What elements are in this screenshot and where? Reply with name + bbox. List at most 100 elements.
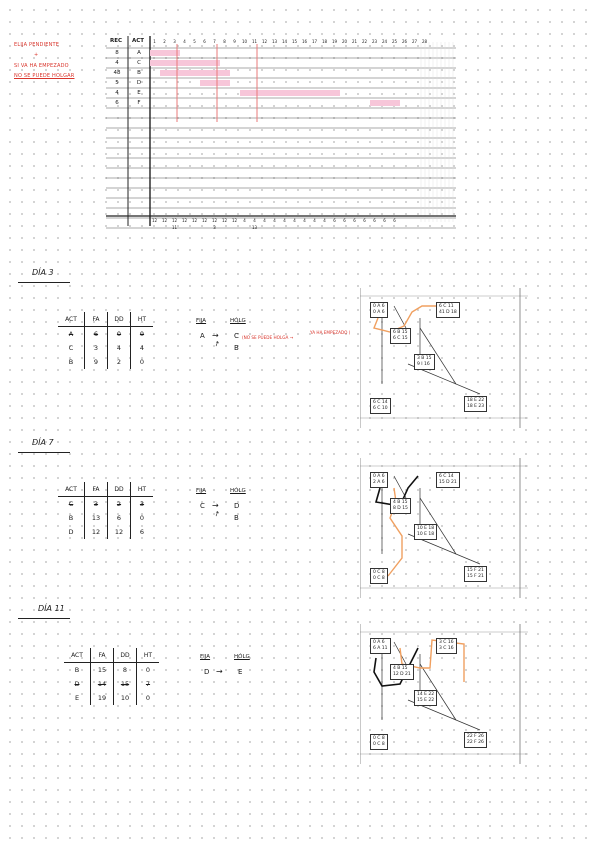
- node-line-1: 10 E 18: [417, 526, 435, 531]
- gantt-day-label: 24: [381, 39, 388, 44]
- connector-line: [419, 497, 457, 555]
- gantt-total-sub: 3: [213, 225, 216, 230]
- gantt-day-label: 8: [223, 39, 226, 44]
- fija-header: FIJA: [196, 318, 207, 324]
- gantt-total-value: 4: [303, 218, 306, 223]
- node-line-2: 15 F 21: [467, 574, 484, 579]
- table-header: DD: [107, 482, 131, 497]
- table-cell: 13: [84, 511, 108, 525]
- node-line-2: 18 E 23: [467, 404, 485, 409]
- node-line-1: 4 B 15: [393, 666, 408, 671]
- fija-header: FIJA: [196, 488, 207, 494]
- node-line-1: 6 C 14: [373, 400, 388, 405]
- gantt-total-value: 12: [161, 218, 168, 223]
- connector-line: [393, 475, 407, 499]
- gantt-bar: [200, 80, 230, 86]
- node-line-1: 6 C 14: [439, 474, 454, 479]
- table-cell: 14: [90, 677, 114, 691]
- table-cell: C: [58, 496, 85, 511]
- gantt-day-label: 2: [163, 39, 166, 44]
- table-cell: D: [64, 677, 91, 691]
- gantt-day-label: 23: [371, 39, 378, 44]
- gantt-total-value: 6: [363, 218, 366, 223]
- table-header: ACT: [58, 482, 85, 497]
- node-line-1: 3 B 15: [417, 356, 432, 361]
- completed-path-line: [373, 647, 419, 687]
- gantt-bar: [370, 100, 400, 106]
- table-cell: 0: [139, 358, 145, 366]
- table-cell: 8: [113, 662, 137, 677]
- gantt-act-value: B: [137, 70, 141, 76]
- note-text: YA HA EMPEZADO ): [310, 330, 351, 335]
- gantt-day-label: 25: [391, 39, 398, 44]
- node-line-1: 22 F 26: [467, 734, 484, 739]
- gantt-day-label: 6: [203, 39, 206, 44]
- holg-item: E: [238, 668, 243, 676]
- table-cell: B: [58, 355, 85, 369]
- table-cell: 0: [139, 330, 145, 338]
- holg-header: HÓLG: [230, 318, 246, 324]
- table-cell: B: [64, 662, 91, 677]
- note-text: (NO SE PUEDE HOLGA →: [242, 335, 294, 340]
- gantt-day-label: 22: [361, 39, 368, 44]
- gantt-total-value: 6: [343, 218, 346, 223]
- node-line-2: 3 C 16: [439, 646, 454, 651]
- arrow-diag-icon: ↗: [212, 339, 222, 349]
- table-cell: 4: [139, 344, 145, 352]
- table-cell: 0: [145, 694, 151, 702]
- table-cell: D: [58, 525, 85, 539]
- section-title-underline: [18, 618, 70, 619]
- table-cell: 4: [107, 341, 131, 355]
- table-header: HT: [136, 648, 159, 663]
- gantt-day-label: 12: [261, 39, 268, 44]
- legend-item-3: NO SE PUEDE HOLGAR: [14, 73, 75, 79]
- gantt-total-value: 12: [181, 218, 188, 223]
- table-header: HT: [130, 482, 153, 497]
- gantt-total-value: 4: [263, 218, 266, 223]
- node-line-2: 10 E 18: [417, 532, 435, 537]
- fija-item: A: [200, 332, 205, 340]
- gantt-total-sub: 11: [171, 225, 178, 230]
- gantt-day-label: 16: [301, 39, 308, 44]
- gantt-day-label: 28: [421, 39, 428, 44]
- gantt-day-label: 17: [311, 39, 318, 44]
- node-line-2: 22 F 26: [467, 740, 484, 745]
- node-line-2: 12 D 21: [393, 672, 411, 677]
- arrow-icon: →: [216, 667, 223, 676]
- table-cell: 15: [90, 662, 114, 677]
- gantt-day-label: 9: [233, 39, 236, 44]
- node-line-2: 15 E 22: [417, 698, 435, 703]
- gantt-day-label: 14: [281, 39, 288, 44]
- fija-header: FIJA: [200, 654, 211, 660]
- table-cell: 2: [107, 355, 131, 369]
- gantt-day-label: 10: [241, 39, 248, 44]
- table-cell: 0: [139, 514, 145, 522]
- connector-line: [419, 663, 457, 721]
- table-cell: 12: [84, 525, 108, 539]
- gantt-bar: [150, 60, 220, 66]
- node-line-1: 18 E 22: [467, 398, 485, 403]
- gantt-total-sub: 13: [251, 225, 258, 230]
- gantt-total-value: 12: [151, 218, 158, 223]
- gantt-total-value: 12: [221, 218, 228, 223]
- fija-item: D: [204, 668, 210, 676]
